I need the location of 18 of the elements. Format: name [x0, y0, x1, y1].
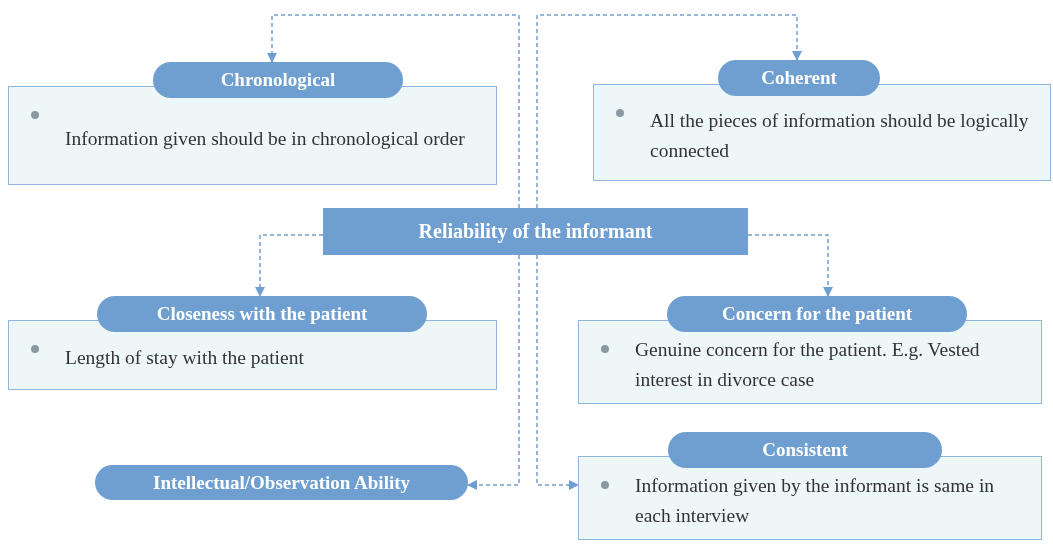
dashed-arrow	[747, 234, 833, 297]
bullet-text: Length of stay with the patient	[65, 346, 304, 370]
category-pill: Intellectual/Observation Ability	[95, 465, 468, 500]
category-heading: Consistent	[668, 432, 942, 468]
bullet-text: All the pieces of information should be logically connected	[650, 108, 1030, 163]
dashed-arrow	[467, 254, 520, 490]
bullet-text: Information given by the informant is same in each interview	[635, 474, 996, 528]
dashed-arrow	[536, 254, 579, 490]
category-heading: Concern for the patient	[667, 296, 967, 332]
category-heading: Coherent	[718, 60, 880, 96]
dashed-arrow	[536, 14, 802, 209]
bullet-text: Genuine concern for the patient. E.g. Vested interest in divorce case	[635, 338, 981, 392]
dashed-arrow	[255, 234, 324, 297]
bullet-text: Information given should be in chronological order	[65, 126, 465, 151]
category-heading: Chronological	[153, 62, 403, 98]
category-heading: Closeness with the patient	[97, 296, 427, 332]
dashed-arrow	[267, 14, 520, 209]
title-box: Reliability of the informant	[323, 208, 748, 255]
